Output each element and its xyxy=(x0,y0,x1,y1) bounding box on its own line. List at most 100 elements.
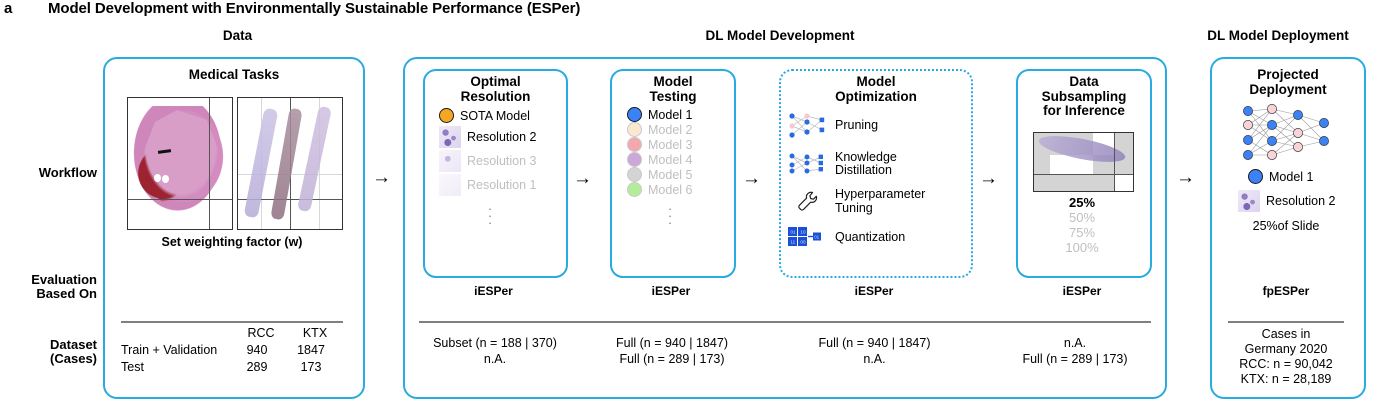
list-item[interactable]: Model 2 xyxy=(627,122,734,137)
list-item-label-line2: Tuning xyxy=(835,200,873,215)
list-item-label: Resolution 1 xyxy=(467,178,537,192)
development-table-divider xyxy=(419,321,1151,323)
distillation-network-icon xyxy=(787,149,829,179)
list-item-label: Model 4 xyxy=(648,152,693,167)
slide-fraction-label: 25%of Slide xyxy=(1252,219,1320,233)
model-6-dot-icon xyxy=(627,182,642,197)
dataset-line2: n.A. xyxy=(863,352,886,366)
ktx-slide-thumbnail xyxy=(237,97,343,230)
deployment-title: Projected Deployment xyxy=(1212,64,1364,97)
data-dataset-table: RCC KTX Train + Validation 940 1847 Test… xyxy=(121,325,343,376)
deployment-stage-container: Projected Deployment xyxy=(1210,57,1366,399)
subsampling-slide-thumbnail xyxy=(1033,132,1134,192)
list-item-label: Model 5 xyxy=(648,167,693,182)
deployment-title-line1: Projected xyxy=(1257,67,1319,82)
list-item[interactable]: 01 10 11 00 01 Quantization xyxy=(787,224,971,250)
col-header-rcc: RCC xyxy=(247,326,275,340)
step-optimal-resolution: Optimal Resolution SOTA Model Resolution… xyxy=(423,69,568,278)
svg-text:00: 00 xyxy=(800,240,806,245)
espler-label-model-optimization: iESPer xyxy=(854,284,894,298)
svg-text:01: 01 xyxy=(790,230,796,235)
list-item[interactable]: Model 5 xyxy=(627,167,734,182)
svg-text:01: 01 xyxy=(814,234,819,239)
espler-label-optimal-resolution: iESPer xyxy=(474,284,513,298)
list-item[interactable]: Model 6 xyxy=(627,182,734,197)
arrow-data-to-development: → xyxy=(372,167,391,188)
list-item[interactable]: Resolution 2 xyxy=(439,126,566,148)
histology-thumb-res2-icon xyxy=(1238,190,1260,212)
list-item-label: Resolution 2 xyxy=(1266,194,1336,208)
step-title-line1: Model xyxy=(856,74,896,89)
dataset-line2: Full (n = 289 | 173) xyxy=(1022,352,1128,366)
subsample-pct-25[interactable]: 25% xyxy=(1068,195,1096,210)
pruned-network-icon xyxy=(787,110,829,140)
list-item-label: Knowledge Distillation xyxy=(835,149,897,178)
stage-header-deployment: DL Model Deployment xyxy=(1207,28,1349,43)
dataset-model-optimization: Full (n = 940 | 1847) n.A. xyxy=(787,335,962,367)
list-item[interactable]: Resolution 1 xyxy=(439,174,566,196)
model-5-dot-icon xyxy=(627,167,642,182)
list-item[interactable]: Resolution 2 xyxy=(1238,190,1336,212)
list-item[interactable]: Pruning xyxy=(787,110,971,140)
model-3-dot-icon xyxy=(627,137,642,152)
deployment-dataset-line3: RCC: n = 90,042 xyxy=(1239,357,1333,371)
step-model-optimization: Model Optimization xyxy=(779,69,973,278)
subsample-pct-100[interactable]: 100% xyxy=(1065,240,1099,255)
step-title-line1: Model xyxy=(653,74,693,89)
list-item[interactable]: Knowledge Distillation xyxy=(787,149,971,179)
list-item[interactable]: Model 1 xyxy=(1248,169,1313,184)
row-label-dataset-line1: Dataset xyxy=(50,337,97,352)
dataset-line2: n.A. xyxy=(483,352,507,366)
cell-test-rcc: 289 xyxy=(246,360,268,374)
dataset-optimal-resolution: Subset (n = 188 | 370) n.A. xyxy=(415,335,575,367)
step-model-testing: Model Testing Model 1 Model 2 Model 3 Mo… xyxy=(610,69,736,278)
medical-tasks-title: Medical Tasks xyxy=(188,67,280,82)
cell-train-ktx: 1847 xyxy=(297,343,325,357)
step-data-subsampling: Data Subsampling for Inference 25% 50% 7… xyxy=(1016,69,1152,278)
stage-header-data: Data xyxy=(222,28,253,43)
step-title-line2: Optimization xyxy=(835,88,917,104)
list-item[interactable]: Model 4 xyxy=(627,152,734,167)
dataset-line1: n.A. xyxy=(1063,336,1087,350)
list-item[interactable]: Model 1 xyxy=(627,107,734,122)
histology-thumb-res2-icon xyxy=(439,126,461,148)
subsample-pct-50[interactable]: 50% xyxy=(1068,210,1096,225)
dataset-data-subsampling: n.A. Full (n = 289 | 173) xyxy=(989,335,1161,367)
arrow-step1-to-step2: → xyxy=(573,168,592,189)
rcc-slide-thumbnail xyxy=(127,97,233,230)
list-item[interactable]: SOTA Model xyxy=(439,108,566,123)
row-label-dataset-line2: (Cases) xyxy=(50,351,97,366)
development-stage-container: Optimal Resolution SOTA Model Resolution… xyxy=(403,57,1167,399)
list-item-label: Model 2 xyxy=(648,122,693,137)
ellipsis-indicator: ... xyxy=(668,198,672,227)
list-item-label: SOTA Model xyxy=(460,108,530,123)
step-title-line1: Data xyxy=(1069,74,1099,89)
col-header-ktx: KTX xyxy=(302,326,328,340)
list-item-label: Model 3 xyxy=(648,137,693,152)
weighting-factor-caption: Set weighting factor (w) xyxy=(161,235,303,249)
deployment-dataset-line2: Germany 2020 xyxy=(1244,342,1328,356)
list-item[interactable]: Hyperparameter Tuning xyxy=(787,187,971,215)
row-label-evaluation: Evaluation Based On xyxy=(0,273,97,301)
list-item[interactable]: Resolution 3 xyxy=(439,150,566,172)
model-4-dot-icon xyxy=(627,152,642,167)
list-item-label-line2: Distillation xyxy=(835,163,892,177)
list-item[interactable]: Model 3 xyxy=(627,137,734,152)
table-row: Train + Validation 940 1847 xyxy=(121,342,343,359)
dataset-line2: Full (n = 289 | 173) xyxy=(619,352,725,366)
data-table-divider xyxy=(121,321,343,323)
step-title-line3: for Inference xyxy=(1043,103,1125,118)
step-title-line2: Subsampling xyxy=(1041,88,1127,104)
step-title: Data Subsampling for Inference xyxy=(1018,71,1150,119)
row-label-evaluation-line2: Based On xyxy=(36,286,97,301)
list-item-label-line1: Hyperparameter xyxy=(835,187,926,201)
svg-text:10: 10 xyxy=(800,230,806,235)
subsample-pct-75[interactable]: 75% xyxy=(1068,225,1096,240)
list-item-label-line1: Knowledge xyxy=(835,149,897,164)
list-item-label: Hyperparameter Tuning xyxy=(835,187,926,215)
sota-model-dot-icon xyxy=(439,108,454,123)
dataset-line1: Full (n = 940 | 1847) xyxy=(616,336,728,350)
list-item-label: Model 6 xyxy=(648,182,693,197)
dataset-model-testing: Full (n = 940 | 1847) Full (n = 289 | 17… xyxy=(587,335,757,367)
quantization-icon: 01 10 11 00 01 xyxy=(787,224,829,250)
